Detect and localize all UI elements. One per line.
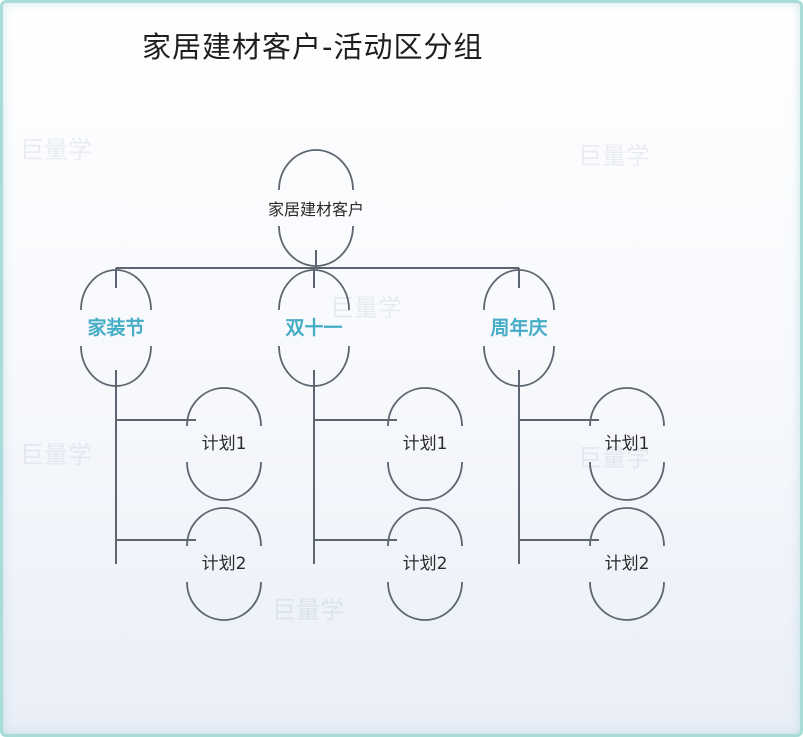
group-node-top-arc [483, 269, 555, 311]
plan-node-label: 计划1 [202, 434, 247, 454]
group-node-bottom-arc [80, 345, 152, 387]
plan-node-top-arc [589, 507, 665, 547]
plan-node-top-arc [387, 507, 463, 547]
plan-node-label: 计划2 [605, 554, 650, 574]
group-node-label-jiazhuangjie: 家装节 [87, 316, 144, 339]
plan-node-bottom-arc [589, 581, 665, 621]
connector-lines [115, 250, 599, 564]
root-node-bottom-arc [278, 225, 354, 267]
group-node-top-arc [80, 269, 152, 311]
plan-node-top-arc [186, 387, 262, 427]
plan-node-bottom-arc [387, 581, 463, 621]
plan-node-bottom-arc [186, 581, 262, 621]
group-node-bottom-arc [483, 345, 555, 387]
plan-node-top-arc [589, 387, 665, 427]
root-node-top-arc [278, 149, 354, 191]
plan-node-label: 计划1 [605, 434, 650, 454]
plan-node-label: 计划2 [202, 554, 247, 574]
group-node-label-zhounianqing: 周年庆 [490, 316, 547, 339]
group-node-label-shuangshiyi: 双十一 [285, 316, 342, 339]
plan-node-top-arc [186, 507, 262, 547]
plan-node-bottom-arc [589, 461, 665, 501]
plan-node-label: 计划1 [403, 434, 448, 454]
root-node-label: 家居建材客户 [268, 200, 364, 219]
group-node-top-arc [278, 269, 350, 311]
plan-node-bottom-arc [387, 461, 463, 501]
plan-node-top-arc [387, 387, 463, 427]
group-node-bottom-arc [278, 345, 350, 387]
page-title: 家居建材客户-活动区分组 [142, 30, 484, 64]
plan-node-label: 计划2 [403, 554, 448, 574]
plan-node-bottom-arc [186, 461, 262, 501]
node-arcs [80, 149, 665, 621]
